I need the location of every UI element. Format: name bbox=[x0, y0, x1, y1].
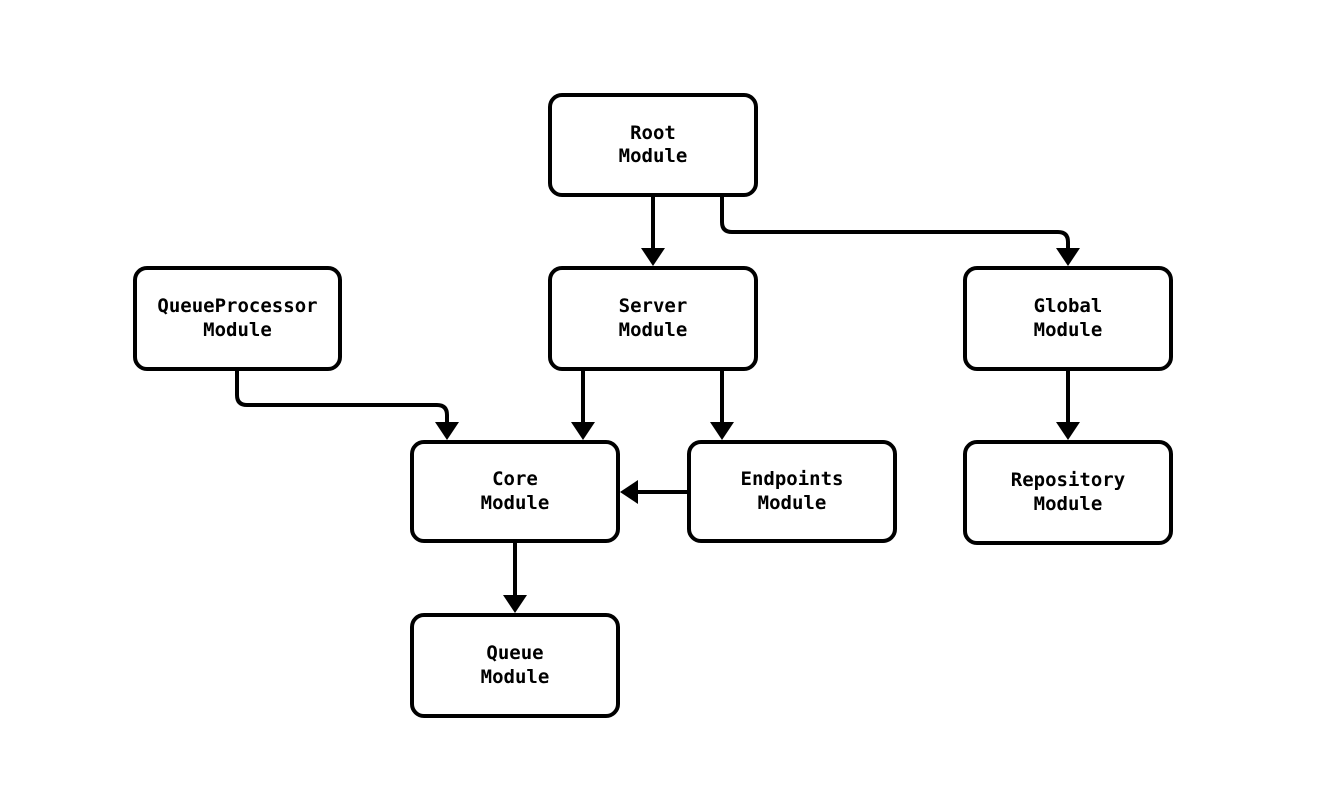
arrowhead-icon bbox=[1056, 248, 1080, 266]
edge-line bbox=[235, 371, 449, 422]
node-label-queue: Queue Module bbox=[480, 642, 550, 688]
arrowhead-icon bbox=[435, 422, 459, 440]
edge-endpoints-core bbox=[620, 480, 687, 504]
node-queue[interactable]: Queue Module bbox=[410, 613, 620, 718]
arrowhead-icon bbox=[503, 595, 527, 613]
node-label-endpoints: Endpoints Module bbox=[740, 468, 844, 514]
node-core[interactable]: Core Module bbox=[410, 440, 620, 543]
edge-root-server bbox=[641, 197, 665, 266]
node-queueprocessor[interactable]: QueueProcessor Module bbox=[133, 266, 342, 371]
node-label-repository: Repository Module bbox=[1010, 469, 1126, 515]
edge-queueprocessor-core bbox=[235, 371, 459, 440]
node-label-root: Root Module bbox=[618, 121, 688, 167]
node-server[interactable]: Server Module bbox=[548, 266, 758, 371]
arrowhead-icon bbox=[571, 422, 595, 440]
edge-line bbox=[720, 197, 1070, 248]
edge-global-repository bbox=[1056, 371, 1080, 440]
node-global[interactable]: Global Module bbox=[963, 266, 1173, 371]
node-endpoints[interactable]: Endpoints Module bbox=[687, 440, 897, 543]
edge-core-queue bbox=[503, 543, 527, 613]
node-label-core: Core Module bbox=[480, 468, 550, 514]
node-label-queueprocessor: QueueProcessor Module bbox=[157, 295, 318, 341]
arrowhead-icon bbox=[620, 480, 638, 504]
node-repository[interactable]: Repository Module bbox=[963, 440, 1173, 545]
arrowhead-icon bbox=[710, 422, 734, 440]
node-label-server: Server Module bbox=[618, 295, 688, 341]
edge-server-core bbox=[571, 371, 595, 440]
node-label-global: Global Module bbox=[1033, 295, 1103, 341]
edge-root-global bbox=[720, 197, 1080, 266]
arrowhead-icon bbox=[641, 248, 665, 266]
edge-server-endpoints bbox=[710, 371, 734, 440]
arrowhead-icon bbox=[1056, 422, 1080, 440]
node-root[interactable]: Root Module bbox=[548, 93, 758, 197]
